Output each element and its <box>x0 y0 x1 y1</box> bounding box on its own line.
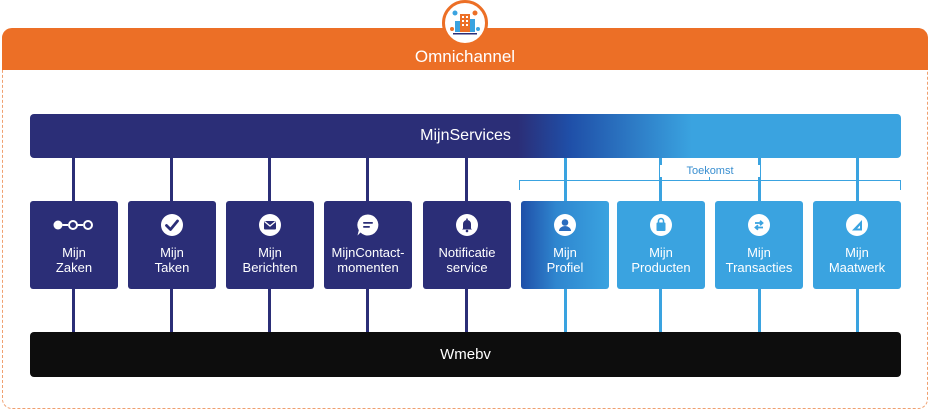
envelope-icon <box>259 214 281 236</box>
connector-line <box>659 158 662 201</box>
box-mijn-maatwerk: Mijn Maatwerk <box>813 201 901 289</box>
box-label-line1: Mijn <box>258 245 282 260</box>
connector-line <box>72 289 75 332</box>
box-label: Mijn Transacties <box>715 245 803 275</box>
toekomst-label: Toekomst <box>660 165 760 177</box>
mijnservices-bar: MijnServices <box>30 114 901 158</box>
box-label-line1: Mijn <box>747 245 771 260</box>
box-label-line2: Transacties <box>725 260 793 275</box>
wmebv-bar: Wmebv <box>30 332 901 377</box>
box-label: Mijn Producten <box>617 245 705 275</box>
box-label: Mijn Profiel <box>521 245 609 275</box>
box-label-line1: Mijn <box>62 245 86 260</box>
connector-line <box>72 158 75 201</box>
timeline-icon <box>53 220 93 230</box>
connector-line <box>465 289 468 332</box>
box-mijncontactmomenten: MijnContact- momenten <box>324 201 412 289</box>
bell-icon <box>456 214 478 236</box>
box-mijn-transacties: Mijn Transacties <box>715 201 803 289</box>
box-label-line1: Mijn <box>845 245 869 260</box>
box-label-line2: Taken <box>154 260 190 275</box>
omnichannel-logo <box>442 0 488 46</box>
connector-line <box>366 289 369 332</box>
box-label-line2: momenten <box>337 260 399 275</box>
connector-line <box>268 158 271 201</box>
box-label: Mijn Maatwerk <box>813 245 901 275</box>
box-mijn-zaken: Mijn Zaken <box>30 201 118 289</box>
box-mijn-profiel: Mijn Profiel <box>521 201 609 289</box>
box-label: MijnContact- momenten <box>324 245 412 275</box>
box-label-line2: Producten <box>631 260 691 275</box>
box-mijn-producten: Mijn Producten <box>617 201 705 289</box>
connector-line <box>170 158 173 201</box>
connector-line <box>856 158 859 201</box>
box-mijn-taken: Mijn Taken <box>128 201 216 289</box>
box-label: Mijn Taken <box>128 245 216 275</box>
connector-line <box>564 289 567 332</box>
box-mijn-berichten: Mijn Berichten <box>226 201 314 289</box>
box-label-line1: Mijn <box>160 245 184 260</box>
box-label-line1: Notificatie <box>438 245 496 260</box>
box-notificatie-service: Notificatie service <box>423 201 511 289</box>
box-label-line2: service <box>446 260 488 275</box>
connector-line <box>856 289 859 332</box>
set-square-icon <box>846 214 868 236</box>
box-label-line1: Mijn <box>553 245 577 260</box>
box-label-line2: Maatwerk <box>828 260 886 275</box>
box-label-line1: Mijn <box>649 245 673 260</box>
wmebv-label: Wmebv <box>440 346 491 363</box>
omnichannel-title: Omnichannel <box>414 47 516 66</box>
box-label-line2: Berichten <box>242 260 298 275</box>
toekomst-bracket <box>519 180 901 190</box>
connector-line <box>366 158 369 201</box>
box-label: Mijn Zaken <box>30 245 118 275</box>
mijnservices-label: MijnServices <box>420 127 511 144</box>
connector-line <box>170 289 173 332</box>
checkmark-icon <box>161 214 183 236</box>
box-label: Mijn Berichten <box>226 245 314 275</box>
box-label-line2: Zaken <box>55 260 93 275</box>
connector-line <box>758 289 761 332</box>
connector-line <box>564 158 567 201</box>
connector-line <box>659 289 662 332</box>
shopping-bag-icon <box>650 214 672 236</box>
user-icon <box>554 214 576 236</box>
exchange-icon <box>748 214 770 236</box>
box-label-line1: MijnContact- <box>331 245 405 260</box>
box-label-line2: Profiel <box>546 260 584 275</box>
city-services-icon <box>446 4 484 42</box>
box-label: Notificatie service <box>423 245 511 275</box>
connector-line <box>758 158 761 201</box>
chat-icon <box>357 214 379 236</box>
connector-line <box>465 158 468 201</box>
connector-line <box>268 289 271 332</box>
